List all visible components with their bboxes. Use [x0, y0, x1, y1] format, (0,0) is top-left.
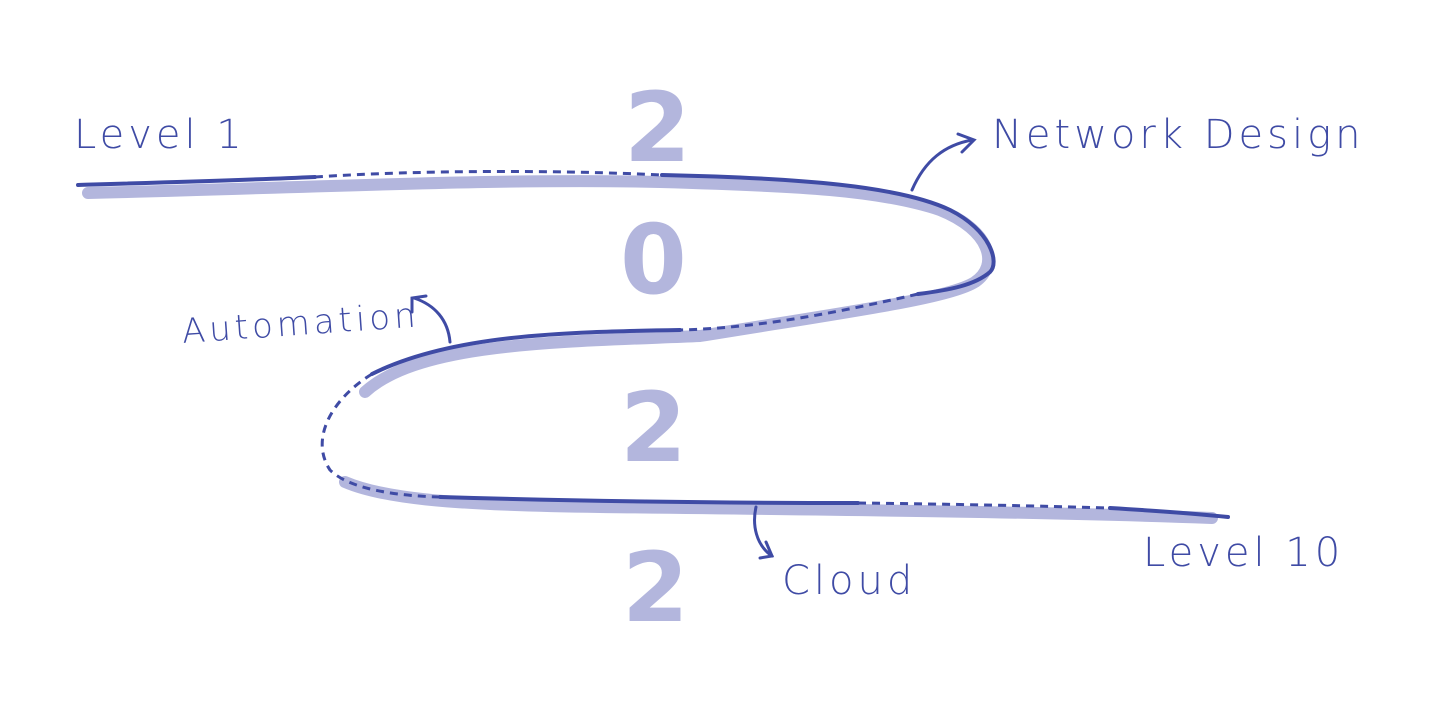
cloud-arrow-icon — [753, 505, 775, 560]
path-solid-3 — [370, 328, 682, 376]
path-solid-2 — [660, 173, 996, 296]
path-solid-5 — [1108, 506, 1230, 519]
path-solid-1 — [76, 175, 317, 187]
path-dashed-2 — [679, 292, 919, 332]
year-digit: 2 — [620, 372, 687, 484]
path-dashed-1 — [314, 169, 663, 179]
year-digit: 2 — [624, 72, 691, 184]
network-arrow-icon — [910, 132, 977, 192]
label-level-1: Level 1 — [74, 112, 246, 158]
automation-arrow-icon — [410, 294, 452, 344]
path-dashed-3 — [320, 372, 441, 499]
path-shadow — [82, 175, 1218, 524]
path-dashed-4 — [857, 501, 1111, 510]
label-level-10: Level 10 — [1143, 530, 1345, 576]
label-cloud: Cloud — [782, 558, 917, 604]
label-network-design: Network Design — [992, 112, 1365, 158]
year-digit: 2 — [622, 532, 689, 644]
path-solid-4 — [438, 495, 860, 505]
year-digit: 0 — [620, 204, 687, 316]
